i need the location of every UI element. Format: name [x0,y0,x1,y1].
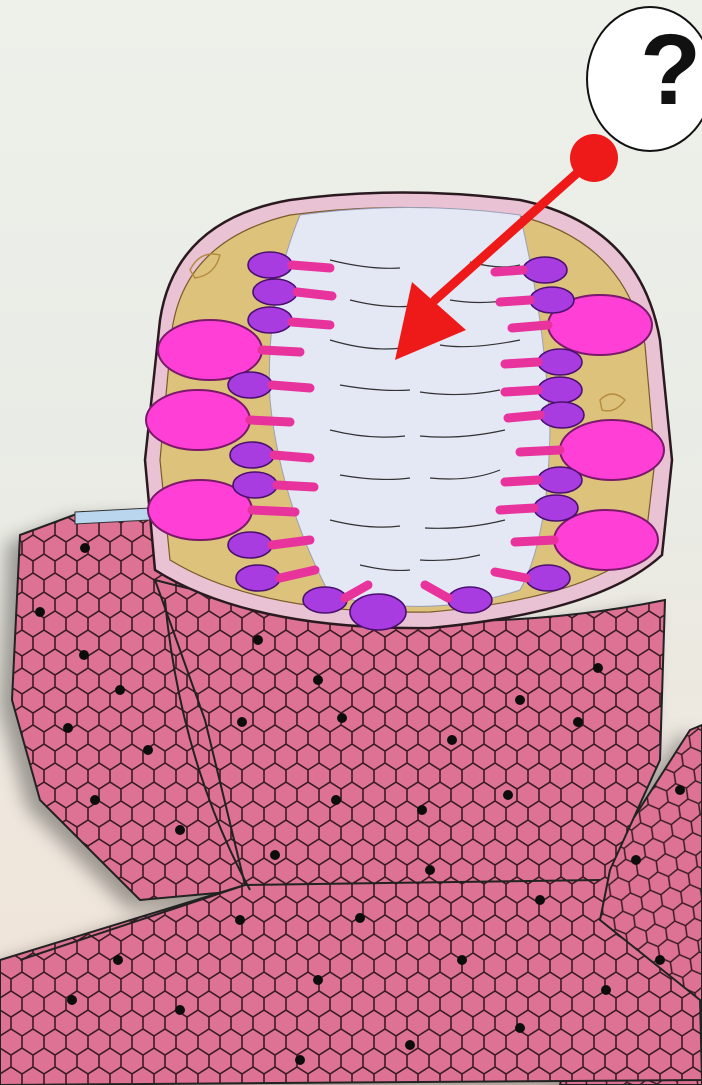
question-callout-label: ? [640,20,701,120]
gland-cross-section [145,193,672,631]
arrow-origin-dot [570,134,618,182]
